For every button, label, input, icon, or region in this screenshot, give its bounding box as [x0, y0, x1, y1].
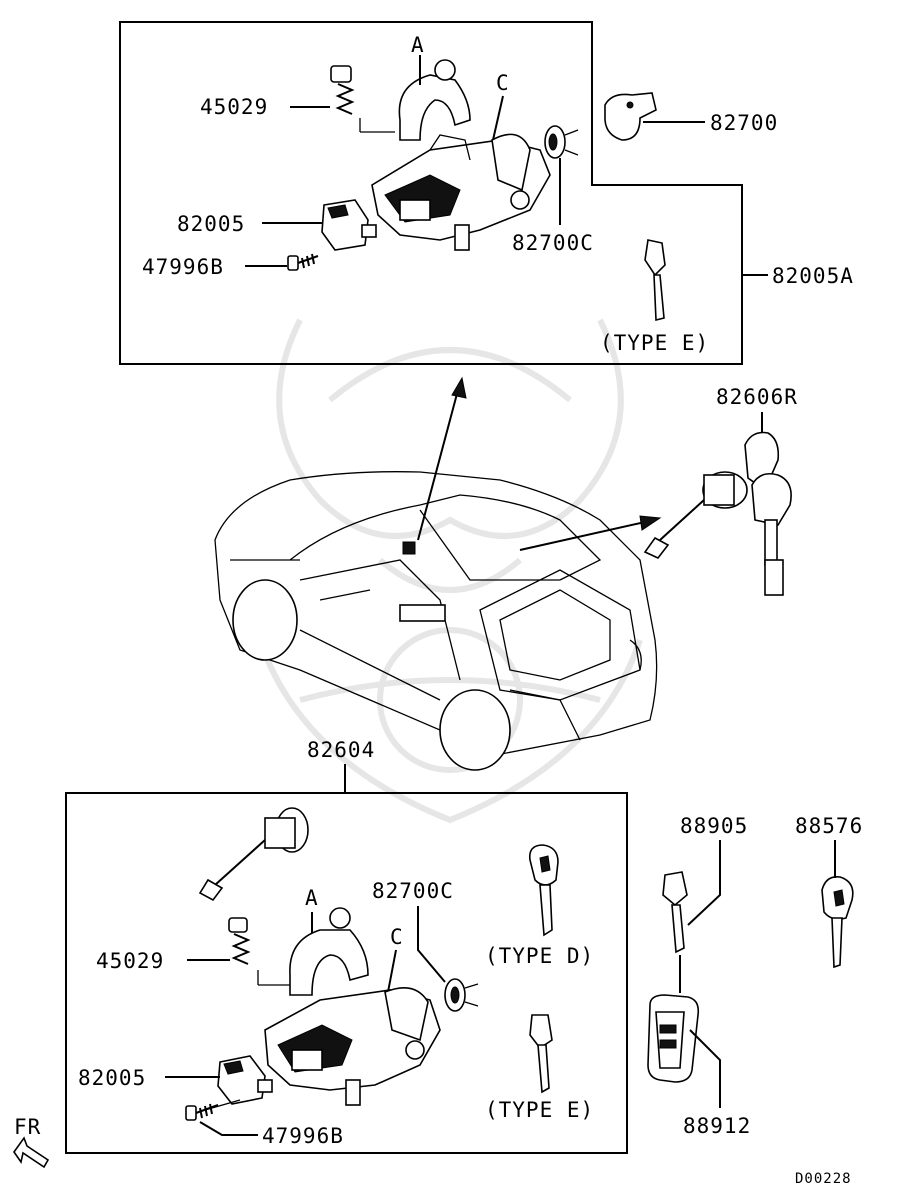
label-82005-top: 82005 [177, 212, 245, 236]
knob-82700 [604, 92, 657, 141]
label-type-d: (TYPE D) [485, 944, 594, 968]
letter-a-bottom: A [305, 886, 319, 910]
label-82606r: 82606R [716, 385, 798, 409]
ignition-switch-82005-bottom [204, 1055, 273, 1111]
label-82700c-bottom: 82700C [372, 879, 454, 903]
ignition-switch-82005-top [321, 199, 377, 251]
label-45029-bottom: 45029 [96, 949, 164, 973]
spring-45029 [330, 65, 395, 133]
letter-a-top: A [411, 33, 425, 57]
key-type-e-top [644, 239, 666, 322]
arrow-to-ignition [402, 376, 467, 555]
bottom-assembly-box: 82700C A C 45029 [65, 792, 628, 1154]
bottom-box-outline [65, 792, 628, 1154]
label-fr: FR [14, 1115, 41, 1139]
label-47996b-bottom: 47996B [262, 1124, 344, 1148]
label-82005-bottom: 82005 [78, 1066, 146, 1090]
key-blank-88905 [662, 871, 688, 954]
key-type-e-bottom [529, 1014, 553, 1094]
lock-cylinder-a-bottom [289, 907, 369, 996]
front-direction-arrow [13, 1136, 50, 1169]
arrow-to-door-lock [519, 515, 662, 551]
label-88905: 88905 [680, 814, 748, 838]
letter-c-bottom: C [390, 925, 404, 949]
lock-cylinder-a [398, 55, 471, 141]
letter-c-top: C [496, 71, 510, 95]
door-lock-cylinder-82606r [643, 431, 792, 596]
watermark-logo [257, 318, 643, 824]
key-fob-88912 [647, 955, 700, 1083]
label-82604: 82604 [307, 738, 375, 762]
label-45029-top: 45029 [200, 95, 268, 119]
steering-lock-body-top [371, 133, 551, 251]
steering-lock-body-bottom [264, 986, 441, 1106]
cover-82700c-top [544, 125, 579, 159]
label-82700: 82700 [710, 111, 778, 135]
spring-45029-bottom [228, 917, 290, 986]
label-82700c-top: 82700C [512, 231, 594, 255]
screw-47996b-top [287, 253, 319, 271]
top-assembly-box: 45029 A C 82005 [119, 21, 743, 365]
key-type-d [528, 844, 559, 937]
screw-47996b-bottom [185, 1103, 219, 1121]
top-box-outline [119, 21, 743, 365]
label-82005a: 82005A [772, 264, 854, 288]
label-type-e-top: (TYPE E) [600, 331, 709, 355]
label-88576: 88576 [795, 814, 863, 838]
key-88576 [821, 875, 854, 969]
vehicle-outline [214, 471, 658, 771]
door-cylinder-bottom [198, 807, 309, 902]
label-47996b-top: 47996B [142, 255, 224, 279]
cover-82700c-bottom [444, 978, 479, 1012]
label-type-e-bottom: (TYPE E) [485, 1098, 594, 1122]
label-88912: 88912 [683, 1114, 751, 1138]
diagram-code: D00228 [795, 1171, 852, 1187]
